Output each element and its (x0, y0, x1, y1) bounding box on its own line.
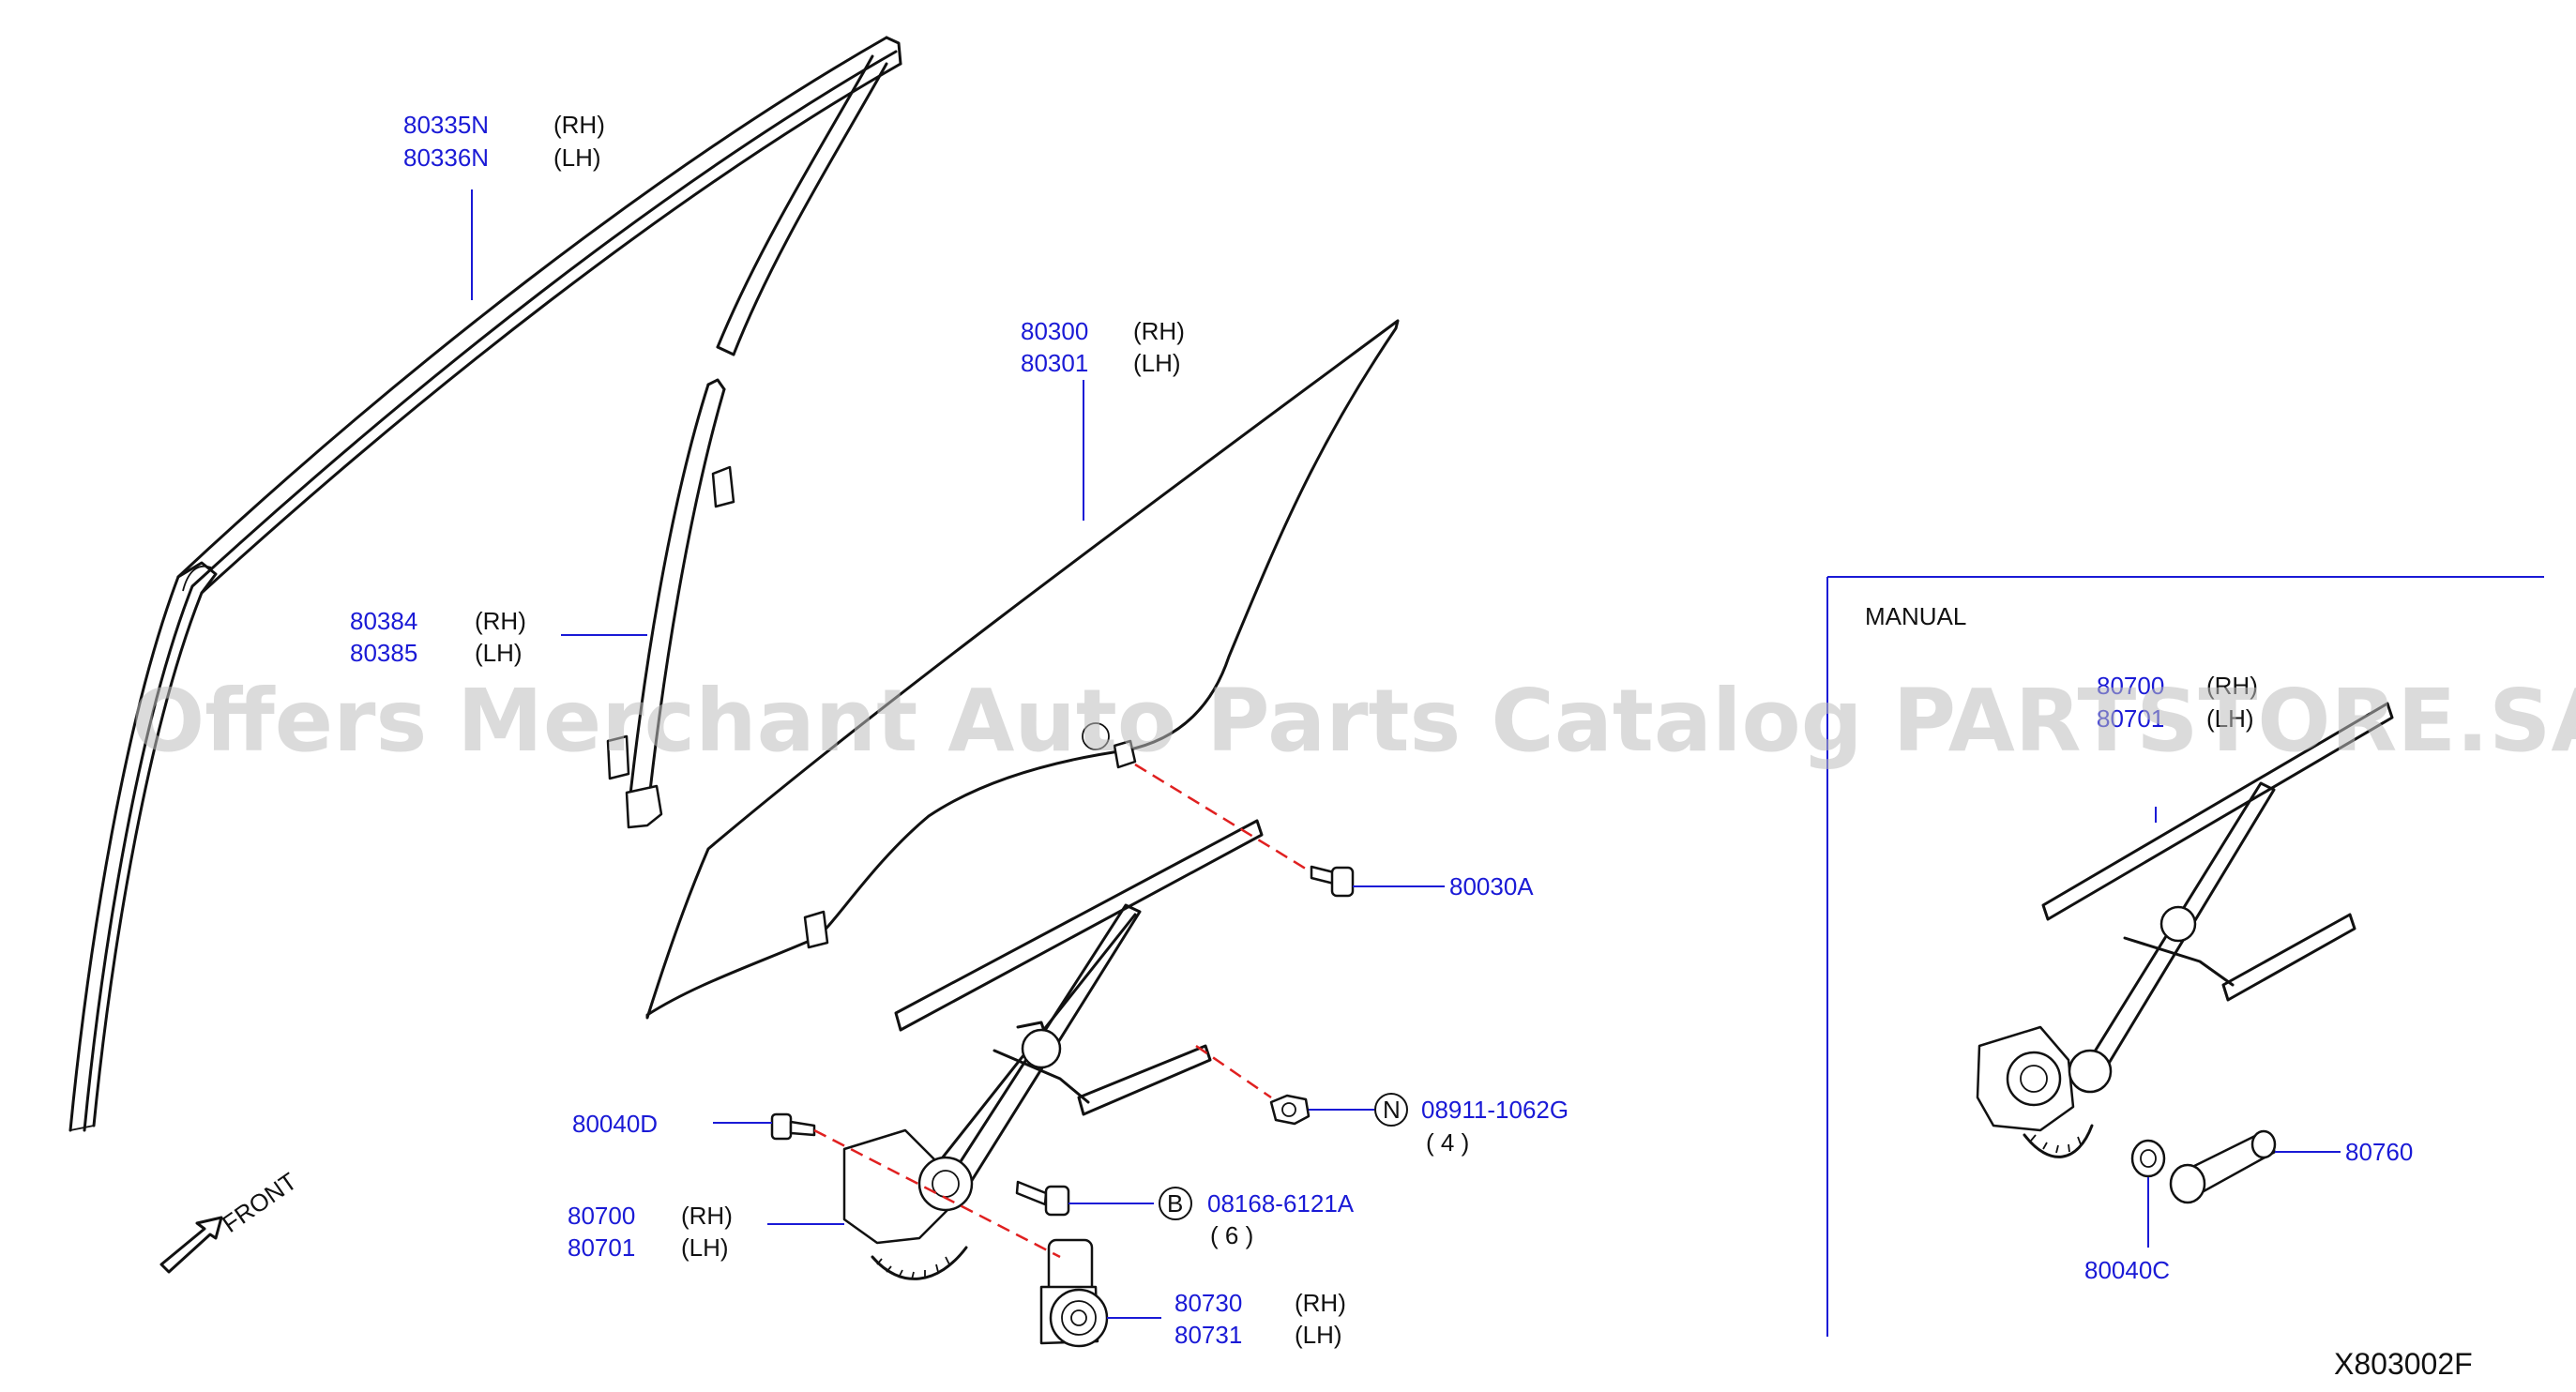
part-number: 80030A (1449, 872, 1534, 900)
symbol: B (1167, 1189, 1183, 1218)
part-number: 80700 (568, 1202, 635, 1230)
assembly-lines (813, 763, 1310, 1259)
bolt-08168 (1015, 1180, 1070, 1217)
part-number: 80301 (1021, 349, 1088, 377)
watermark: Offers Merchant Auto Parts Catalog PARTS… (131, 671, 2576, 771)
leader-lines (471, 189, 2341, 1319)
bolt-80040d (770, 1112, 816, 1141)
callout-sash: 80384 (RH) 80385 (LH) (350, 607, 526, 667)
part-number: 80040D (572, 1110, 658, 1138)
front-arrow (159, 1216, 223, 1274)
callout-molding: 80335N (RH) 80336N (LH) (403, 111, 605, 172)
part-number: 80731 (1174, 1321, 1242, 1349)
part-number: 80701 (2097, 704, 2164, 733)
callout-regulator: 80700 (RH) 80701 (LH) (568, 1202, 733, 1262)
regulator-motor (1039, 1238, 1109, 1348)
side-label: (RH) (681, 1202, 733, 1230)
part-number: 80760 (2345, 1138, 2413, 1166)
callout-bolt-80040d: 80040D (572, 1110, 658, 1138)
manual-label: MANUAL (1865, 602, 1966, 630)
manual-inset-frame (1826, 576, 2544, 1337)
door-glass (645, 319, 1400, 1020)
part-number: 80700 (2097, 672, 2164, 700)
callout-handle: 80760 (2345, 1138, 2413, 1166)
callout-nut: N 08911-1062G ( 4 ) (1374, 1093, 1568, 1157)
part-number: 80384 (350, 607, 417, 635)
part-number: 80385 (350, 639, 417, 667)
bolt-80030a (1310, 865, 1355, 898)
side-label: (RH) (553, 111, 605, 139)
door-frame-molding (68, 36, 902, 1132)
side-label: (LH) (1133, 349, 1181, 377)
part-number: 80730 (1174, 1289, 1242, 1317)
part-number: 80040C (2084, 1256, 2170, 1284)
callout-motor: 80730 (RH) 80731 (LH) (1174, 1289, 1346, 1349)
window-sash (606, 378, 735, 829)
callout-manual-regulator: 80700 (RH) 80701 (LH) (2097, 672, 2258, 733)
part-number: 08168-6121A (1207, 1189, 1355, 1218)
callout-washer: 80040C (2084, 1256, 2170, 1284)
part-number: 80335N (403, 111, 489, 139)
side-label: (LH) (1295, 1321, 1342, 1349)
window-handle-80760 (2169, 1129, 2277, 1204)
side-label: (LH) (553, 144, 601, 172)
front-label: FRONT (217, 1167, 302, 1238)
callout-bolt-b: B 08168-6121A ( 6 ) (1159, 1187, 1355, 1249)
side-label: (RH) (1133, 317, 1185, 345)
part-number: 08911-1062G (1421, 1096, 1568, 1124)
diagram-code: X803002F (2334, 1347, 2473, 1381)
rear-channel-upper (716, 54, 888, 356)
manual-window-regulator (1976, 702, 2394, 1158)
quantity: ( 6 ) (1210, 1221, 1253, 1249)
side-label: (LH) (2206, 704, 2254, 733)
symbol: N (1383, 1096, 1401, 1124)
part-number: 80300 (1021, 317, 1088, 345)
side-label: (RH) (2206, 672, 2258, 700)
quantity: ( 4 ) (1426, 1128, 1469, 1157)
part-number: 80336N (403, 144, 489, 172)
callout-bolt-80030a: 80030A (1449, 872, 1534, 900)
callout-glass: 80300 (RH) 80301 (LH) (1021, 317, 1185, 377)
nut-08911 (1269, 1094, 1311, 1126)
side-label: (RH) (1295, 1289, 1346, 1317)
part-number: 80701 (568, 1233, 635, 1262)
side-label: (LH) (475, 639, 523, 667)
side-label: (RH) (475, 607, 526, 635)
manual-washer-80040c (2130, 1139, 2166, 1178)
side-label: (LH) (681, 1233, 729, 1262)
